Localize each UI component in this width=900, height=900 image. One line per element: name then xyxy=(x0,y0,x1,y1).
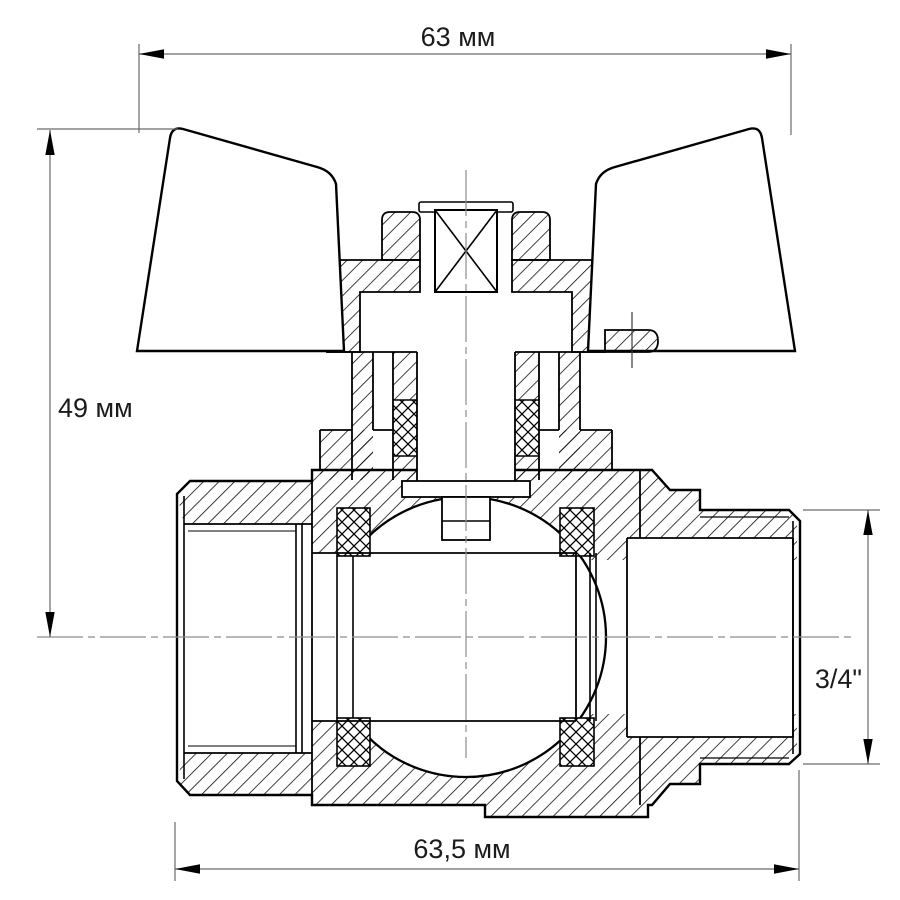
arrowhead-left xyxy=(175,864,200,874)
dimension-bottom-width: 63,5 мм xyxy=(174,770,800,881)
arrowhead-right xyxy=(774,864,799,874)
left-port-top-wall xyxy=(177,481,312,524)
arrowhead-up xyxy=(45,130,55,155)
dimension-label-thread: 3/4" xyxy=(815,664,862,694)
dimension-thread-size: 3/4" xyxy=(803,509,880,765)
neck-linework xyxy=(319,351,613,482)
dimension-height: 49 мм xyxy=(37,128,178,637)
dimension-label-top: 63 мм xyxy=(421,22,496,52)
stem-gland-assembly xyxy=(319,351,613,541)
arrowhead-up xyxy=(863,510,873,535)
centerlines xyxy=(37,170,855,758)
arrowhead-down xyxy=(863,739,873,764)
packing-left xyxy=(393,400,417,456)
arrowhead-down xyxy=(45,612,55,637)
handle-nut-left xyxy=(381,211,421,261)
valve-seats xyxy=(336,507,595,767)
packing-right xyxy=(515,400,539,456)
handle-wing-left xyxy=(135,127,346,353)
arrowhead-right xyxy=(766,49,791,59)
handle-nut-right xyxy=(511,211,551,261)
handle-wing-right xyxy=(586,127,797,353)
arrowhead-left xyxy=(139,49,164,59)
left-port-bore xyxy=(184,524,312,753)
dimension-label-height: 49 мм xyxy=(58,393,133,423)
dimension-label-bottom: 63,5 мм xyxy=(413,834,510,864)
dimension-top-width: 63 мм xyxy=(138,22,792,135)
left-port-bottom-wall xyxy=(177,753,312,795)
